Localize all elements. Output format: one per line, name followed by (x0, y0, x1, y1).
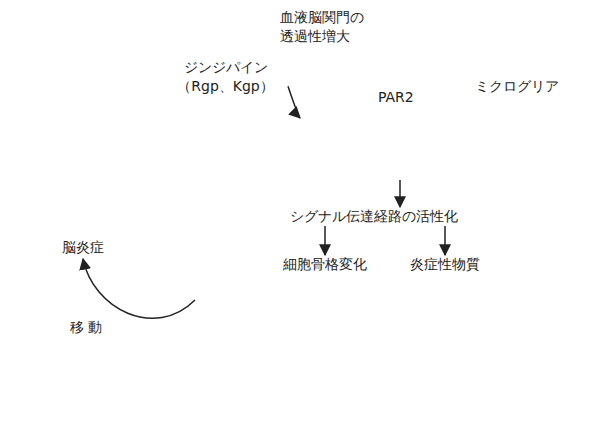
protease-label: ジンジパイン （Rgp、Kgp） (163, 58, 288, 96)
node-text: ミクログリア (475, 77, 559, 96)
node-text: 脳炎症 (62, 238, 104, 257)
neurons (18, 151, 152, 206)
node-text: シグナル伝達経路の活性化 (290, 207, 458, 226)
blood-vessel (0, 5, 270, 53)
result-text: 細胞骨格変化 (283, 255, 367, 274)
arrow-connector (83, 259, 195, 318)
node-text: ジンジパイン （Rgp、Kgp） (163, 58, 288, 96)
process-text: シグナル伝達経路の活性化 (290, 207, 458, 226)
receptor-symbol (300, 88, 445, 180)
arrow-connector (399, 180, 401, 207)
edge-label: 移 動 (70, 318, 102, 337)
arrow-connector (324, 226, 326, 255)
result-text: 炎症性物質 (410, 255, 480, 274)
microglia-cell: ミクログリア PAR2 シグナル伝達経路の活性化細胞骨格変化 炎症性物質 (195, 75, 590, 425)
release-arrow (110, 75, 156, 92)
microglia-outline (195, 75, 590, 425)
arrow-connector (288, 86, 300, 118)
outcome-text: 脳炎症 (62, 238, 104, 257)
note-label: 血液脳関門の 透過性増大 (280, 8, 380, 46)
node-text: 炎症性物質 (410, 255, 480, 274)
arrow-connector (444, 226, 446, 255)
receptor: PAR2 (300, 88, 445, 180)
node-text: PAR2 (378, 88, 414, 107)
node-text: 細胞骨格変化 (283, 255, 367, 274)
